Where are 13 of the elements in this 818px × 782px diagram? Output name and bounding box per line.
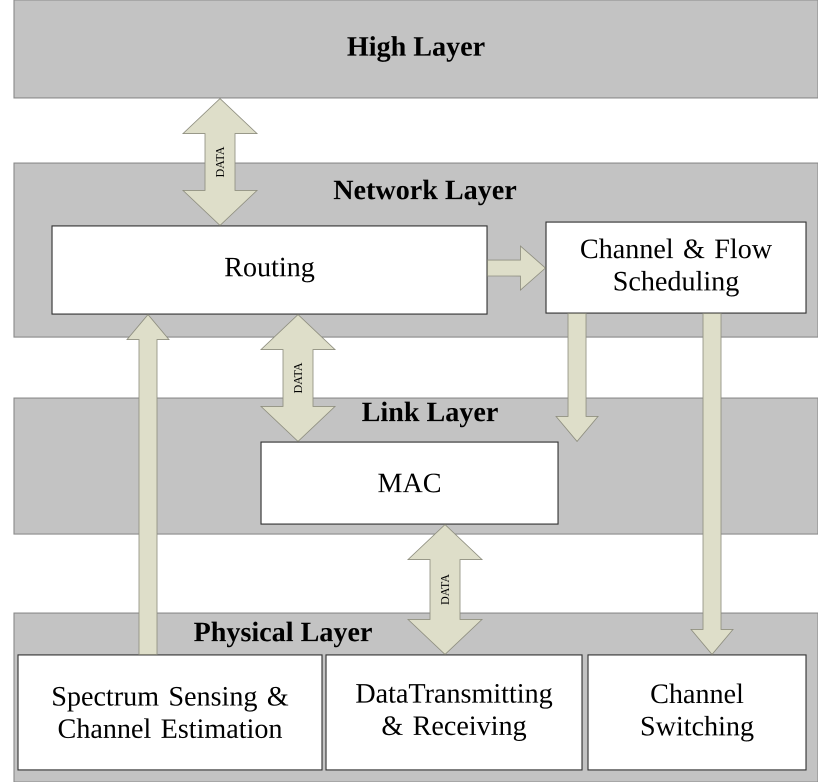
edge-label: DATA (292, 361, 304, 395)
layer-band: High Layer (13, 0, 818, 99)
block-arrow (690, 313, 734, 656)
edge-label: DATA (440, 572, 450, 606)
block-arrow (126, 314, 170, 655)
process-box: MAC (260, 441, 559, 525)
process-box: Channel Switching (587, 654, 807, 771)
block-arrow (487, 245, 546, 291)
process-box: Routing (51, 225, 488, 315)
block-arrow (555, 313, 599, 442)
process-box: Channel & Flow Scheduling (545, 221, 807, 314)
process-box: Spectrum Sensing & Channel Estimation (17, 654, 323, 771)
process-box: DataTransmitting & Receiving (325, 654, 583, 771)
